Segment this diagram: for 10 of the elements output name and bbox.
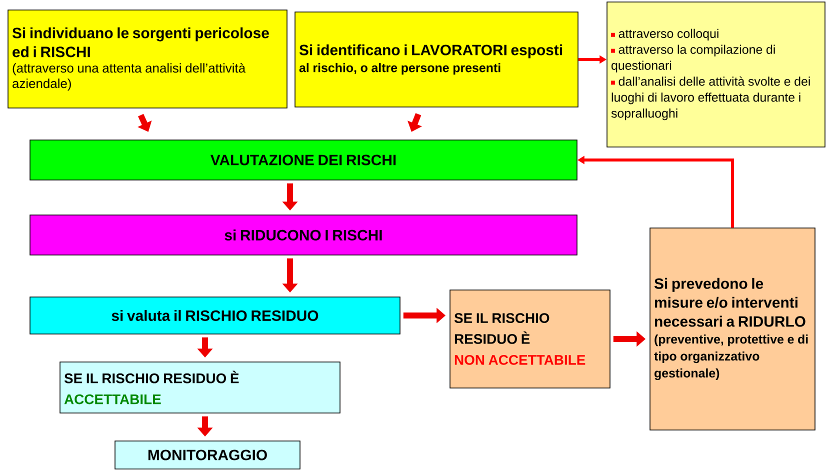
note-box: attraverso colloqui attraverso la compilazione di questionari dall’analisi delle attività svolte e dei luoghi di lavoro effettuata durante i sopralluoghi xyxy=(606,2,826,148)
outcome-box: SE IL RISCHIO RESIDUO È ACCETTABILE xyxy=(60,362,340,414)
process-box: VALUTAZIONE DEI RISCHI xyxy=(30,140,578,180)
process-box: si valuta il RISCHIO RESIDUO xyxy=(30,296,400,334)
outcome-box: SE IL RISCHIO RESIDUO È NON ACCETTABILE xyxy=(450,290,610,388)
step-box: Si prevedono le misure e/o interventi necessari a RIDURLO (preventive, protettive e di tipo organizzativo gestionale) xyxy=(650,228,816,430)
process-box: MONITORAGGIO xyxy=(114,440,300,470)
step-box: Si identificano i LAVORATORI esposti al rischio, o altre persone presenti xyxy=(294,12,578,108)
step-box: Si individuano le sorgenti pericolose ed i RISCHI (attraverso una attenta analisi dell’attività aziendale) xyxy=(8,10,288,108)
process-box: si RIDUCONO I RISCHI xyxy=(30,214,578,256)
